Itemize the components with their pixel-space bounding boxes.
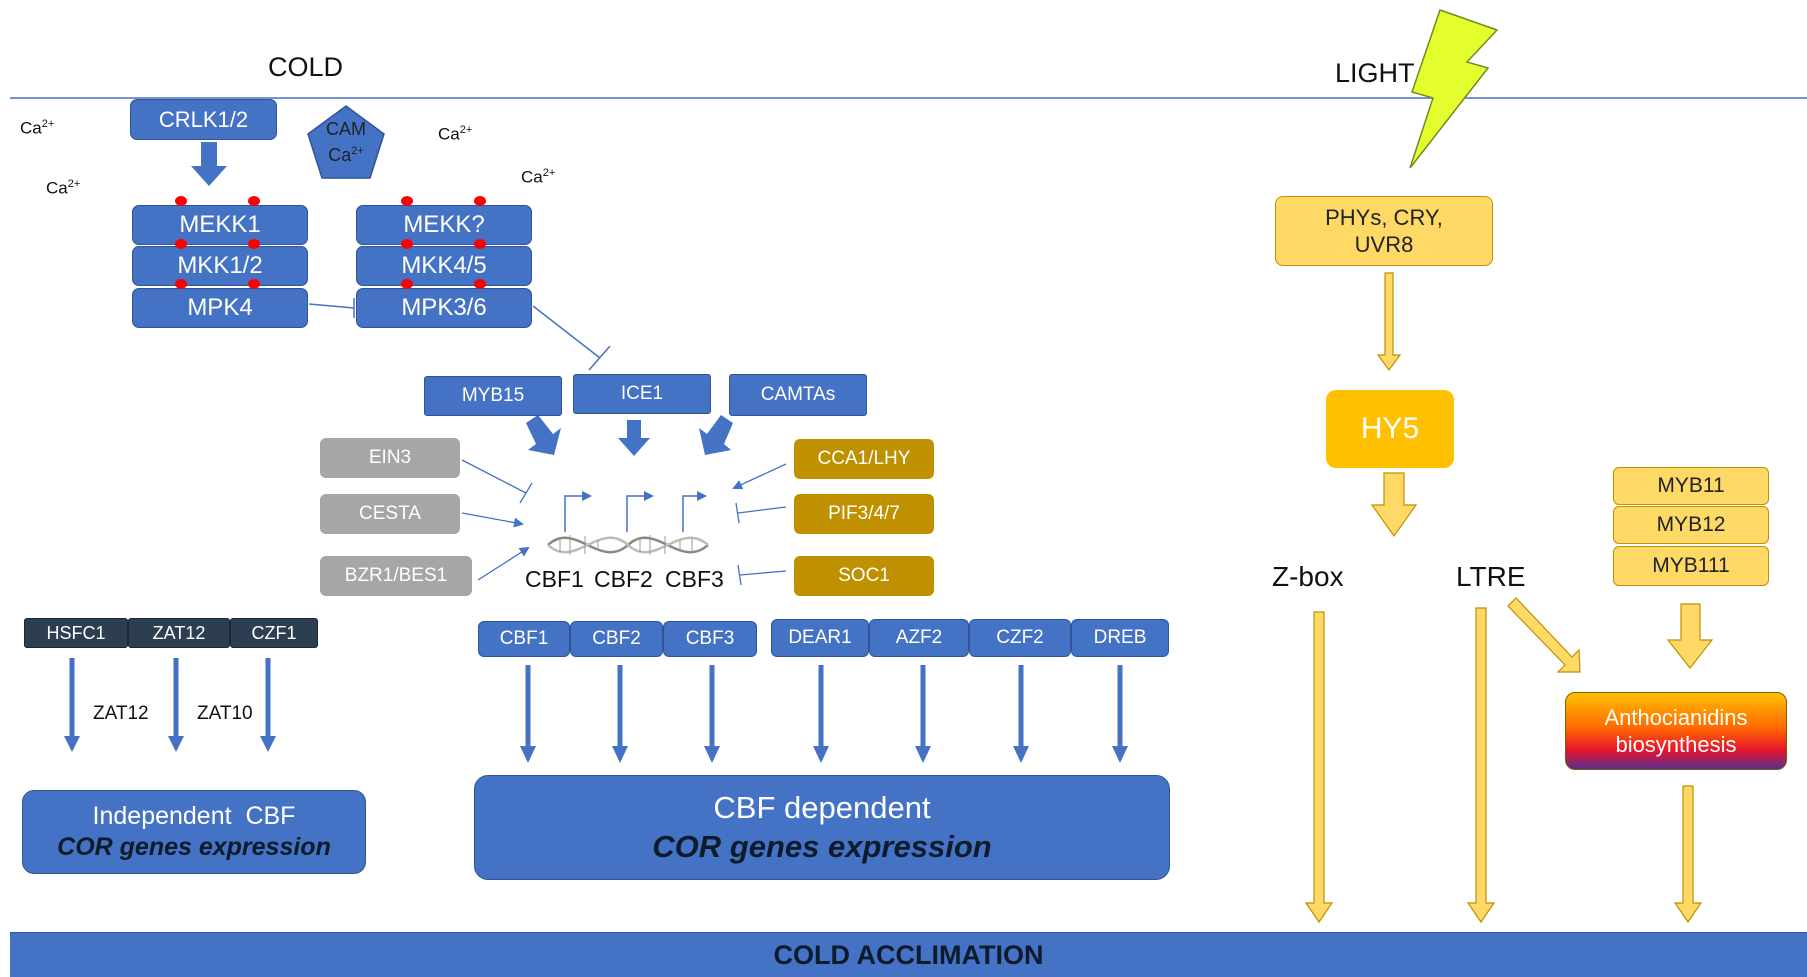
- receptors-to-hy5-arrow: [1376, 272, 1402, 372]
- cbf3-box: CBF3: [663, 621, 757, 657]
- phosphorylation-dot-icon: [474, 196, 486, 206]
- independent-cbf-box: Independent CBF COR genes expression: [22, 790, 366, 874]
- phosphorylation-dot-icon: [474, 279, 486, 289]
- phosphorylation-dot-icon: [175, 279, 187, 289]
- pif-box: PIF3/4/7: [794, 494, 934, 534]
- photoreceptors-box: PHYs, CRY, UVR8: [1275, 196, 1493, 266]
- cbf-dependent-subtitle: COR genes expression: [652, 828, 992, 864]
- ice1-box: ICE1: [573, 374, 711, 414]
- calcium-label: Ca2+: [521, 167, 556, 187]
- ein3-inhibits-promoter: [461, 459, 527, 494]
- myb-to-anthocyanin-arrow: [1666, 603, 1714, 669]
- promoter-label: CBF2: [594, 566, 653, 592]
- dependent-arrows: [525, 665, 1123, 748]
- czf1-box: CZF1: [230, 618, 318, 648]
- myb12-box: MYB12: [1613, 506, 1769, 544]
- cesta-box: CESTA: [320, 494, 460, 534]
- hsfc1-box: HSFC1: [24, 618, 128, 648]
- mkk45-box: MKK4/5: [356, 246, 532, 286]
- bzr1-bes1-box: BZR1/BES1: [320, 556, 472, 596]
- calcium-label: Ca2+: [46, 178, 81, 198]
- dna-helix-icon: [547, 535, 709, 555]
- czf2-box: CZF2: [969, 619, 1071, 657]
- cam-pentagon: [307, 105, 385, 179]
- bzr1-activates-promoter: [477, 546, 530, 581]
- ice1-arrow: [618, 420, 650, 456]
- mekk-unknown-box: MEKK?: [356, 205, 532, 245]
- myb15-box: MYB15: [424, 376, 562, 416]
- cbf1-box: CBF1: [478, 621, 570, 657]
- phosphorylation-dot-icon: [401, 196, 413, 206]
- dear1-box: DEAR1: [771, 619, 869, 657]
- ltre-label: LTRE: [1456, 561, 1526, 592]
- promoter-label: CBF3: [665, 566, 724, 592]
- mekk1-box: MEKK1: [132, 205, 308, 245]
- camtas-box: CAMTAs: [729, 374, 867, 416]
- crlk-to-mekk1-arrow: [191, 142, 227, 186]
- azf2-box: AZF2: [869, 619, 969, 657]
- phosphorylation-dot-icon: [248, 239, 260, 249]
- mpk4-box: MPK4: [132, 288, 308, 328]
- myb15-arrow: [526, 415, 561, 455]
- cold-header: COLD: [268, 52, 344, 82]
- ein3-box: EIN3: [320, 438, 460, 478]
- myb111-box: MYB111: [1613, 546, 1769, 586]
- zbox-label: Z-box: [1272, 561, 1344, 592]
- cca1-lhy-box: CCA1/LHY: [794, 439, 934, 479]
- zat12-box: ZAT12: [128, 618, 230, 648]
- cold-acclimation-label: COLD ACCLIMATION: [773, 939, 1044, 970]
- phosphorylation-dot-icon: [401, 239, 413, 249]
- mkk12-box: MKK1/2: [132, 246, 308, 286]
- phosphorylation-dot-icon: [474, 239, 486, 249]
- hy5-box: HY5: [1326, 390, 1454, 468]
- promoter-label: CBF1: [525, 566, 584, 592]
- myb11-box: MYB11: [1613, 467, 1769, 505]
- phosphorylation-dot-icon: [248, 196, 260, 206]
- crlk-box: CRLK1/2: [130, 99, 277, 140]
- hy5-to-boxes-arrow: [1370, 472, 1418, 538]
- zbox-to-acclimation-arrow: [1304, 611, 1334, 924]
- cam-label: CAM Ca2+: [326, 119, 366, 165]
- promoter-arrows: [564, 491, 707, 532]
- cbf-dependent-box: CBF dependent COR genes expression: [474, 775, 1170, 880]
- light-header: LIGHT: [1335, 58, 1415, 88]
- mpk4-inhibits-mpk36: [308, 303, 355, 309]
- independent-arrows: [69, 658, 271, 738]
- cold-acclimation-bar: COLD ACCLIMATION: [10, 932, 1807, 977]
- zat10-arrow-label: ZAT10: [197, 703, 253, 724]
- anthocyanin-biosynthesis-box: Anthocianidins biosynthesis: [1565, 692, 1787, 770]
- ltre-to-acclimation-arrow: [1466, 607, 1496, 924]
- anthocyanin-to-acclimation-arrow: [1673, 785, 1703, 924]
- soc1-inhibits-promoter: [739, 570, 787, 576]
- soc1-box: SOC1: [794, 556, 934, 596]
- lightning-bolt-icon: [1409, 9, 1499, 169]
- cbf2-box: CBF2: [570, 621, 663, 657]
- cca1-activates-promoter: [732, 463, 787, 490]
- phosphorylation-dot-icon: [175, 196, 187, 206]
- phosphorylation-dot-icon: [175, 239, 187, 249]
- cesta-activates-promoter: [461, 512, 524, 528]
- pif-inhibits-promoter: [737, 506, 787, 514]
- independent-cbf-title: Independent CBF: [92, 801, 296, 830]
- dreb-box: DREB: [1071, 619, 1169, 657]
- mpk36-inhibits-ice1: [532, 305, 601, 359]
- phosphorylation-dot-icon: [248, 279, 260, 289]
- mpk36-box: MPK3/6: [356, 288, 532, 328]
- calcium-label: Ca2+: [20, 118, 55, 138]
- cbf-dependent-title: CBF dependent: [713, 789, 931, 825]
- camtas-arrow: [699, 415, 733, 455]
- calcium-label: Ca2+: [438, 124, 473, 144]
- ltre-to-anthocyanin-arrow: [1507, 597, 1581, 673]
- phosphorylation-dot-icon: [401, 279, 413, 289]
- independent-cbf-subtitle: COR genes expression: [57, 833, 331, 861]
- zat12-arrow-label: ZAT12: [93, 703, 149, 724]
